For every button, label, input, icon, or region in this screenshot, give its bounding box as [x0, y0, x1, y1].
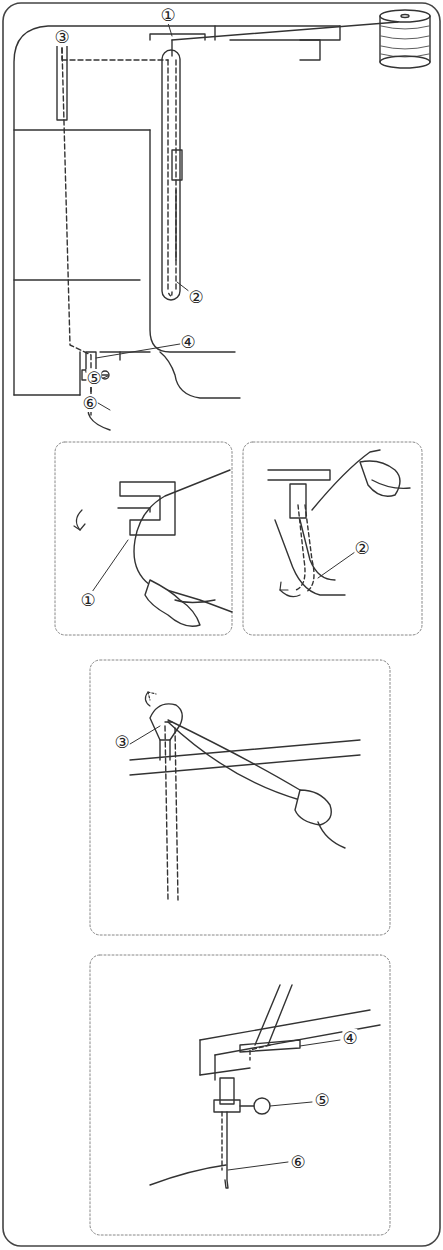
callout-number: ⑤: [86, 369, 101, 387]
callout-number: ①: [160, 6, 175, 24]
detail-panel-4: [90, 955, 390, 1235]
callout-number: ②: [354, 539, 369, 557]
callout-number: ②: [188, 288, 203, 306]
callout-number: ④: [180, 333, 195, 351]
callout-number: ③: [54, 28, 69, 46]
thread-path: [62, 22, 398, 430]
leader-lines: [64, 23, 190, 410]
callout-number: ⑤: [314, 1091, 329, 1109]
callout-number: ④: [342, 1029, 357, 1047]
callout-number: ⑥: [82, 394, 97, 412]
thread-spool: [300, 10, 430, 68]
detail-panel-1: [55, 442, 232, 635]
callout-number: ⑥: [290, 1153, 305, 1171]
panel-leader-lines: [228, 1040, 340, 1170]
outer-frame: [3, 3, 440, 1246]
detail-panel-2: [243, 442, 422, 635]
callout-number: ③: [114, 733, 129, 751]
detail-panel-3: [90, 660, 390, 935]
callout-number: ①: [80, 591, 95, 609]
machine-head: [14, 26, 340, 415]
